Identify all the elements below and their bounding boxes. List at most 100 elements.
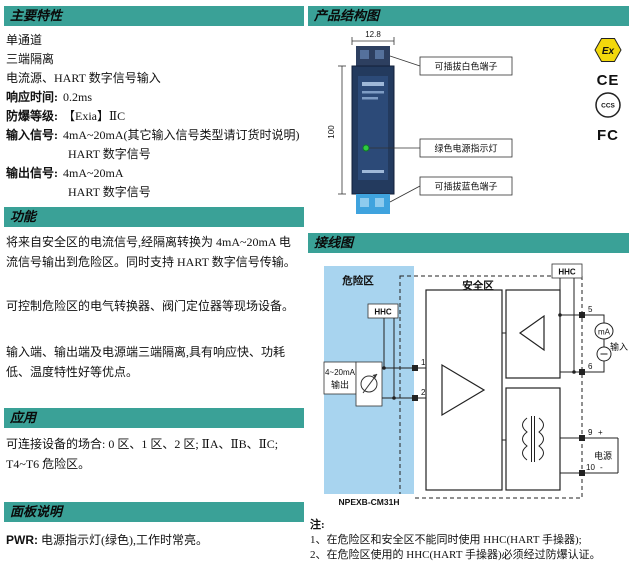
feature-line: HART 数字信号 [68,147,151,161]
power-supply-loop: 电源 [585,437,619,474]
isolator-main-block [425,289,503,491]
callout-blue-terminal: 可插拔蓝色端子 [389,176,513,203]
pwr-label: PWR: [6,533,38,547]
svg-text:Ex: Ex [602,46,615,57]
terminal-screw [360,50,369,59]
function-paragraph: 将来自安全区的电流信号,经隔离转换为 4mA~20mA 电流信号输出到危险区。同… [6,235,296,269]
terminal-2-label: 2 [421,388,426,397]
amplifier-symbol [518,314,545,352]
dim-width-label: 12.8 [365,30,381,39]
power-minus-sign: - [600,463,603,472]
hhc-hazard-box: HHC [367,303,399,400]
terminal-9 [579,435,585,441]
svg-text:HHC: HHC [558,268,576,277]
section-title: 功能 [10,209,37,224]
panel-marking [362,91,384,94]
model-label-band [324,494,414,510]
panel-description: PWR: 电源指示灯(绿色),工作时常亮。 [6,530,298,550]
terminal-5 [579,312,585,318]
feature-line: 输出信号:4mA~20mA [6,166,124,180]
power-plus-sign: + [598,428,603,437]
callout-label: 绿色电源指示灯 [434,143,497,154]
feature-line: 单通道 [6,33,43,47]
dimension-width: 12.8 [351,30,395,45]
function-paragraph: 输入端、输出端及电源端三端隔离,具有响应快、功耗低、温度特性好等优点。 [6,345,286,379]
svg-text:HHC: HHC [374,308,392,317]
function-paragraph: 可控制危险区的电气转换器、阀门定位器等现场设备。 [6,299,295,313]
section-header-wiring: 接线图 [308,233,629,253]
positioner-symbol-box [355,361,383,407]
section-header-main-features: 主要特性 [4,6,304,26]
terminal-screw [375,50,384,59]
transformer-coil [522,417,528,461]
section-title: 面板说明 [10,504,63,519]
section-title: 接线图 [314,235,354,250]
section-title: 应用 [10,410,37,425]
output-word-label: 输出 [331,379,349,390]
terminal-screw [360,198,369,207]
pwr-text: 电源指示灯(绿色),工作时常亮。 [38,533,208,547]
ccs-mark-icon: CCS [595,92,621,118]
callout-white-terminal: 可插拔白色端子 [389,55,513,76]
hhc-safe-box: HHC [551,263,583,374]
field-device-output-box: 4~20mA 输出 [323,361,357,395]
terminal-6-label: 6 [588,362,593,371]
section-header-panel: 面板说明 [4,502,304,522]
feature-line: 三端隔离 [6,52,55,66]
model-number: NPEXB-CM31H [339,497,400,507]
svg-text:CCS: CCS [601,103,615,110]
panel-marking [362,170,384,173]
section-header-structure: 产品结构图 [308,6,629,26]
terminal-9-label: 9 [588,428,593,437]
terminal-screw [375,198,384,207]
ma-meter-label: mA [598,328,611,337]
terminal-1-label: 1 [421,358,426,367]
terminal-5-label: 5 [588,305,593,314]
panel-marking [362,97,378,100]
input-amplifier-block [505,289,561,379]
power-transformer-block [505,387,561,491]
feature-line: 电流源、HART 数字信号输入 [6,71,161,85]
section-header-application: 应用 [4,408,304,428]
ce-mark-icon: CE [597,72,620,89]
dimension-height: 100 [327,65,346,195]
input-label: 输入 [610,341,628,352]
callout-green-led: 绿色电源指示灯 [369,138,513,158]
terminal-10-label: 10 [586,463,595,472]
wiring-diagram: 危险区 安全区 4~20mA 输出 [323,263,628,510]
application-text: 可连接设备的场合: 0 区、1 区、2 区; ⅡA、ⅡB、ⅡC; T4~T6 危… [6,437,279,471]
isolator-module-image [351,46,395,214]
fcc-mark-icon: FC [597,127,619,144]
arrow-head [372,374,377,378]
note-item: 1、在危险区和安全区不能同时使用 HHC(HART 手操器); [310,534,582,546]
safe-zone-label: 安全区 [462,279,494,292]
atex-ex-icon: Ex [594,38,622,62]
note-item: 2、在危险区使用的 HHC(HART 手操器)必须经过防爆认证。 [310,549,601,561]
feature-line: 输入信号:4mA~20mA(其它输入信号类型请订货时说明) [6,128,300,142]
terminal-6 [579,369,585,375]
power-led [362,144,370,152]
feature-line: HART 数字信号 [68,185,151,199]
input-loop: mA 输入 [585,314,628,373]
terminal-1 [412,365,418,371]
product-structure-figure: 12.8 100 可插拔白色端子 [327,30,622,214]
callout-label: 可插拔白色端子 [434,61,497,72]
terminal-10 [579,470,585,476]
section-title: 产品结构图 [314,8,380,23]
feature-line: 防爆等级:【Exia】ⅡC [6,109,126,123]
notes-block: 注: 1、在危险区和安全区不能同时使用 HHC(HART 手操器); 2、在危险… [310,518,628,563]
section-header-function: 功能 [4,207,304,227]
dim-height-label: 100 [327,125,336,139]
notes-title: 注: [310,519,325,531]
feature-line: 响应时间:0.2ms [6,90,93,104]
power-label: 电源 [594,450,612,461]
callout-label: 可插拔蓝色端子 [434,181,497,192]
terminal-2 [412,395,418,401]
panel-marking [362,82,384,86]
output-range-label: 4~20mA [325,368,356,377]
section-title: 主要特性 [10,8,63,23]
transformer-coil [538,417,544,461]
amplifier-symbol [441,363,486,417]
hazard-zone-label: 危险区 [341,274,374,287]
